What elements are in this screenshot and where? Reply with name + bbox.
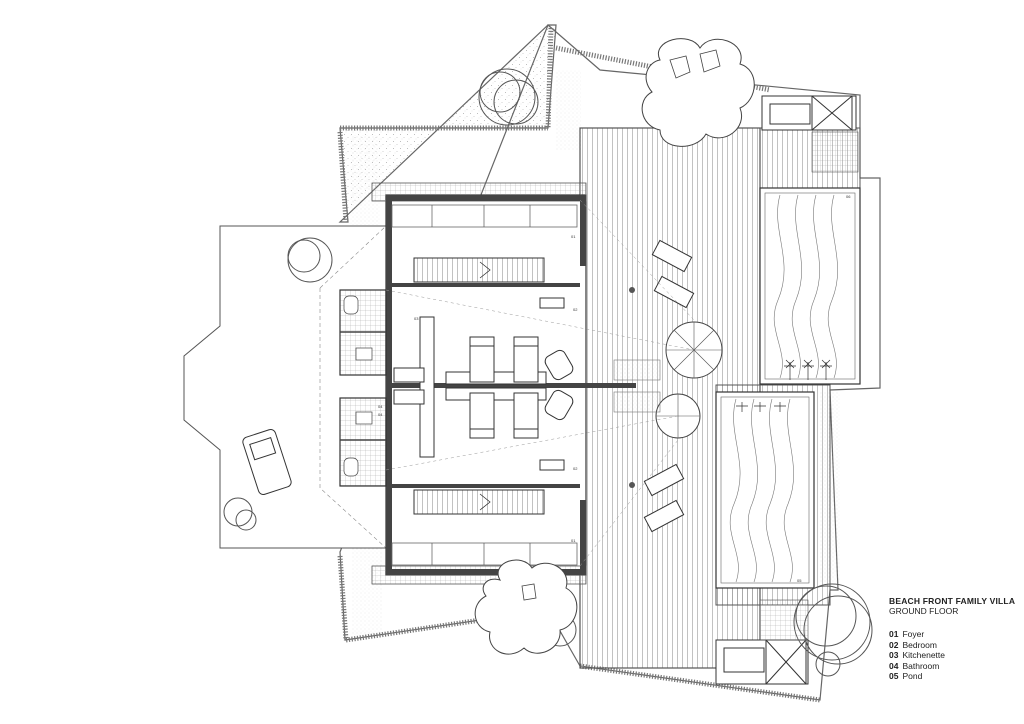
room-tag-foyer-bottom: 01	[571, 538, 576, 543]
entry-court	[183, 225, 387, 549]
room-tag-pond-top: 06	[846, 194, 851, 199]
stair-top	[413, 257, 545, 283]
sun-loungers	[643, 239, 695, 533]
pond-top	[759, 187, 861, 385]
legend: BEACH FRONT FAMILY VILLA GROUND FLOOR 01…	[889, 596, 1019, 682]
bathroom-bottom	[339, 397, 387, 487]
room-tag-bedroom-top: 02	[573, 307, 578, 312]
legend-title: BEACH FRONT FAMILY VILLA	[889, 596, 1016, 606]
tree-canopies	[474, 38, 755, 655]
room-tag-kitchenette: 03	[414, 316, 419, 321]
room-tag-pond-bottom: 05	[797, 578, 802, 583]
bathroom-top	[339, 289, 387, 376]
beds	[469, 336, 539, 439]
legend-subtitle: GROUND FLOOR	[889, 606, 959, 616]
trees	[223, 68, 873, 677]
room-tag-bedroom-bottom: 02	[573, 466, 578, 471]
room-tag-bath-bottom: 04	[378, 412, 383, 417]
pond-bottom	[715, 391, 815, 589]
buggy	[242, 429, 292, 495]
room-tag-bath-top: 04	[378, 404, 383, 409]
room-tag-foyer-top: 01	[571, 234, 576, 239]
stair-bottom	[413, 489, 545, 515]
